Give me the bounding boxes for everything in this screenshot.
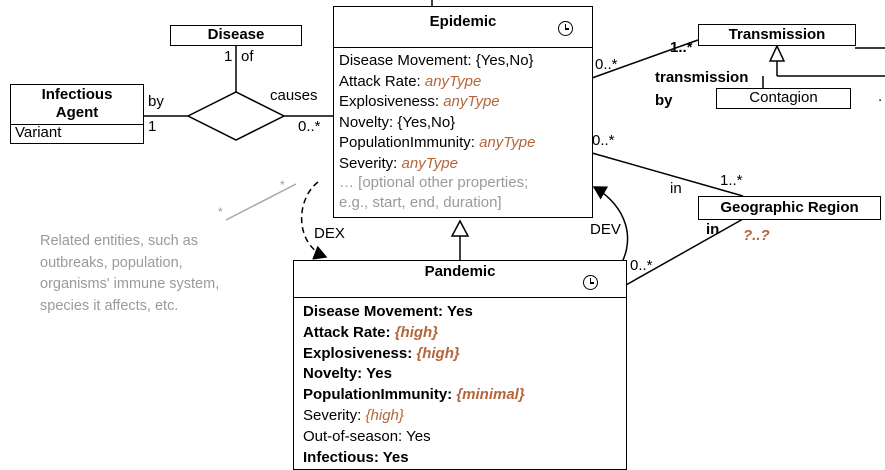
disease-class[interactable]: Disease <box>170 25 302 46</box>
label-causes: causes <box>270 87 318 104</box>
label-agent-mult: 1 <box>148 118 157 135</box>
property-row: Explosiveness: {high} <box>303 344 460 364</box>
label-dev: DEV <box>590 221 621 238</box>
label-region-mult-pandemic: ?..? <box>743 227 770 244</box>
label-region-mult-epi: 0..* <box>592 132 615 149</box>
property-name: Disease Movement: <box>339 52 476 69</box>
disease-title: Disease <box>207 26 265 43</box>
property-value: anyType <box>401 154 458 172</box>
label-trans-mult: 1..* <box>670 39 693 56</box>
property-name: Severity: <box>339 154 402 172</box>
property-name: Attack Rate: <box>303 323 395 341</box>
divider <box>294 297 626 298</box>
property-value: Yes <box>382 448 409 466</box>
property-value: {high} <box>416 344 460 362</box>
property-row: Explosiveness: anyType <box>339 92 500 112</box>
divider <box>334 47 592 48</box>
transmission-title: Transmission <box>728 26 826 43</box>
infectious-agent-attr: Variant <box>15 124 62 141</box>
property-value: {high} <box>394 323 439 341</box>
epidemic-title: Epidemic <box>429 13 497 30</box>
geographic-region-class[interactable]: Geographic Region <box>698 196 881 220</box>
geographic-region-title: Geographic Region <box>720 199 859 216</box>
property-row: Disease Movement: {Yes,No} <box>339 51 534 71</box>
property-row: Attack Rate: anyType <box>339 72 481 92</box>
property-row: Novelty: {Yes,No} <box>339 113 455 133</box>
property-row: Attack Rate: {high} <box>303 323 438 343</box>
label-trans-mult-epi: 0..* <box>595 56 618 73</box>
label-of: of <box>241 48 254 65</box>
label-disease-mult: 1 <box>224 48 233 65</box>
label-in-pandemic: in <box>706 221 720 238</box>
property-row: Disease Movement: Yes <box>303 302 473 322</box>
property-value: {Yes,No} <box>475 52 534 69</box>
property-value: Yes <box>446 303 473 320</box>
property-value: anyType <box>424 72 482 90</box>
property-name: Infectious: <box>303 448 383 466</box>
label-dex: DEX <box>314 225 345 242</box>
property-name: Novelty: <box>303 365 367 383</box>
label-dot: . <box>878 88 883 105</box>
label-by: by <box>148 93 164 110</box>
property-name: PopulationImmunity: <box>339 134 480 151</box>
transmission-class[interactable]: Transmission <box>698 24 856 46</box>
label-star-small: * <box>280 178 285 192</box>
label-in: in <box>670 180 682 197</box>
contagion-title: Contagion <box>749 89 818 106</box>
epidemic-class[interactable]: Epidemic Disease Movement: {Yes,No}Attac… <box>333 6 593 218</box>
property-row: Infectious: Yes <box>303 448 409 468</box>
epidemic-optional-line1: … [optional other properties; <box>339 174 529 191</box>
infectious-agent-title-2: Agent <box>55 104 99 121</box>
infectious-agent-class[interactable]: Infectious Agent Variant <box>10 84 144 144</box>
property-name: Disease Movement: <box>303 303 447 320</box>
property-row: PopulationImmunity: {minimal} <box>303 385 525 405</box>
label-region-mult: 1..* <box>720 172 743 189</box>
property-row: Severity: {high} <box>303 406 404 426</box>
label-transmission-by-2: by <box>655 92 673 109</box>
property-value: {minimal} <box>456 386 525 404</box>
pandemic-title: Pandemic <box>424 263 496 280</box>
property-name: Explosiveness: <box>303 344 417 362</box>
property-name: PopulationImmunity: <box>303 386 457 404</box>
epidemic-optional-line2: e.g., start, end, duration] <box>339 194 502 211</box>
property-row: Out-of-season: Yes <box>303 427 431 447</box>
property-row: PopulationImmunity: anyType <box>339 133 536 153</box>
divider <box>11 124 143 125</box>
property-value: {high} <box>365 407 404 424</box>
label-transmission-by-1: transmission <box>655 69 749 86</box>
property-value: {Yes,No} <box>397 113 456 131</box>
contagion-class[interactable]: Contagion <box>716 88 851 109</box>
property-value: Yes <box>366 365 392 383</box>
property-value: anyType <box>443 93 500 110</box>
infectious-agent-title-1: Infectious <box>41 86 113 103</box>
property-value: anyType <box>479 134 536 151</box>
property-row: Severity: anyType <box>339 154 458 174</box>
property-row: Novelty: Yes <box>303 364 392 384</box>
label-star-note: * <box>218 205 223 219</box>
label-causes-mult: 0..* <box>298 118 321 135</box>
property-name: Severity: <box>303 407 366 424</box>
property-value: Yes <box>406 427 431 445</box>
clock-icon <box>583 275 598 290</box>
property-name: Novelty: <box>339 113 398 131</box>
property-name: Explosiveness: <box>339 93 444 110</box>
property-name: Out-of-season: <box>303 427 407 445</box>
clock-icon <box>558 21 573 36</box>
related-entities-note: Related entities, such as outbreaks, pop… <box>40 233 220 314</box>
property-name: Attack Rate: <box>339 72 425 90</box>
label-pandemic-mult: 0..* <box>630 257 653 274</box>
